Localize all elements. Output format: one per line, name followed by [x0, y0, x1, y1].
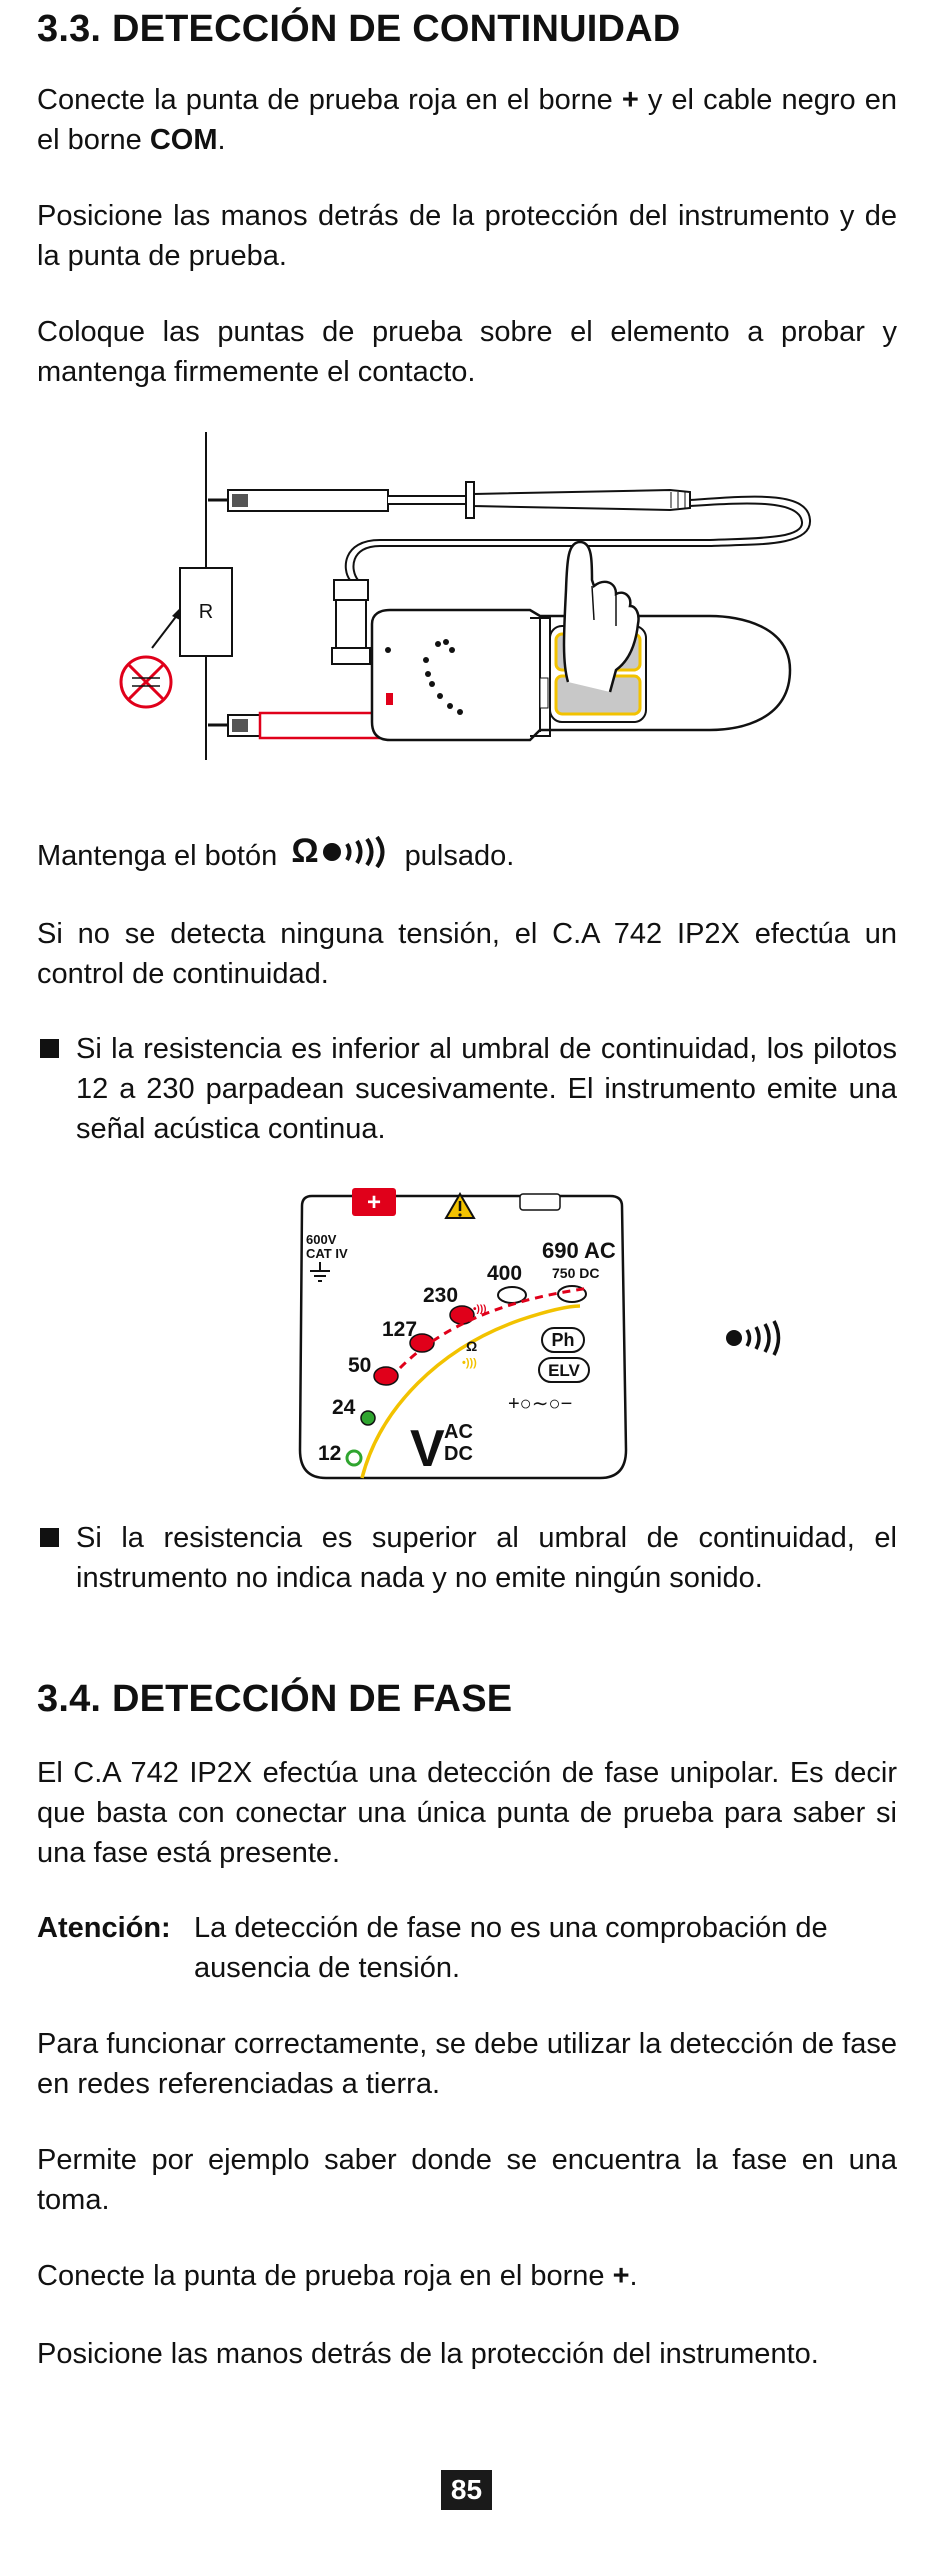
battery-icon [519, 1193, 561, 1211]
svg-text:ELV: ELV [548, 1361, 580, 1380]
svg-text:DC: DC [444, 1443, 473, 1465]
continuity-test-illustration: R [119, 432, 812, 760]
paragraph-press-button: Mantenga el botón Ω pulsado. [37, 832, 897, 878]
svg-text:24: 24 [332, 1396, 356, 1419]
com-terminal: COM [149, 124, 218, 156]
svg-text:CAT IV: CAT IV [306, 1246, 348, 1261]
bullet-text: Si la resistencia es superior al umbral … [76, 1522, 897, 1594]
black-probe [208, 481, 812, 581]
svg-text:690 AC: 690 AC [542, 1238, 616, 1263]
paragraph-connect-probes: Conecte la punta de prueba roja en el bo… [37, 80, 897, 160]
section-title-continuity: 3.3. DETECCIÓN DE CONTINUIDAD [37, 8, 681, 50]
no-voltage-icon [119, 655, 173, 709]
resistor-label: R [199, 601, 213, 623]
svg-text:12: 12 [318, 1442, 341, 1465]
bullet-square-icon [40, 1039, 59, 1058]
svg-text:V: V [410, 1420, 445, 1478]
paragraph-earth-networks: Para funcionar correctamente, se debe ut… [37, 2028, 897, 2100]
paragraph-example-socket: Permite por ejemplo saber donde se encue… [37, 2144, 897, 2216]
svg-text:750 DC: 750 DC [552, 1265, 599, 1281]
paragraph-place-probes: Coloque las puntas de prueba sobre el el… [37, 316, 897, 388]
warning-icon [444, 1192, 476, 1219]
svg-text:50: 50 [348, 1354, 371, 1377]
section-title-phase: 3.4. DETECCIÓN DE FASE [37, 1678, 513, 1720]
bullet-square-icon [40, 1528, 59, 1547]
bullet-low-resistance: Si la resistencia es inferior al umbral … [37, 1029, 897, 1149]
text: Conecte la punta de prueba roja en el bo… [37, 2260, 613, 2292]
bullet-text: Si la resistencia es inferior al umbral … [76, 1033, 897, 1145]
earth-icon [310, 1262, 330, 1282]
cable-connector [331, 579, 371, 665]
svg-text:•))): •))) [473, 1304, 487, 1315]
text: Conecte la punta de prueba roja en el bo… [37, 84, 622, 116]
paragraph-hands-instrument: Posicione las manos detrás de la protecc… [37, 2338, 819, 2370]
paragraph-phase-intro: El C.A 742 IP2X efectúa una detección de… [37, 1757, 897, 1869]
svg-text:600V: 600V [306, 1232, 337, 1247]
plus-terminal: + [612, 2260, 630, 2292]
red-probe [208, 711, 382, 740]
attention-note: Atención: La detección de fase no es una… [37, 1908, 897, 1988]
buzzer-icon [726, 1320, 781, 1356]
svg-text:230: 230 [423, 1284, 458, 1307]
svg-text:AC: AC [444, 1421, 473, 1443]
svg-text:+: + [367, 1189, 381, 1216]
ohm-icon: Ω [291, 832, 319, 870]
svg-text:Ph: Ph [551, 1330, 574, 1350]
text: . [217, 124, 226, 156]
bullet-high-resistance: Si la resistencia es superior al umbral … [37, 1518, 897, 1598]
paragraph-hands-position: Posicione las manos detrás de la protecc… [37, 200, 897, 272]
text: y el cable negro en el borne [37, 84, 897, 156]
page-number: 85 [441, 2470, 492, 2510]
svg-text:400: 400 [487, 1262, 522, 1285]
paragraph-no-voltage: Si no se detecta ninguna tensión, el C.A… [37, 918, 897, 990]
display-panel-illustration: + 600V CAT IV 690 AC 750 DC 400 230 127 … [298, 1188, 628, 1480]
text: Mantenga el botón [37, 840, 278, 872]
svg-text:Ω: Ω [466, 1338, 477, 1354]
plus-terminal: + [621, 84, 639, 116]
paragraph-connect-red: Conecte la punta de prueba roja en el bo… [37, 2256, 897, 2296]
hand-icon [562, 540, 640, 693]
text: pulsado. [404, 840, 515, 872]
plus-badge [352, 1188, 396, 1216]
svg-text:•))): •))) [462, 1357, 477, 1369]
attention-label: Atención: [37, 1912, 171, 1944]
svg-text:+○∼○−: +○∼○− [508, 1393, 572, 1415]
attention-text: La detección de fase no es una comprobac… [194, 1912, 828, 1984]
buzzer-icon [322, 835, 385, 869]
text: . [629, 2260, 638, 2292]
svg-text:127: 127 [382, 1318, 417, 1341]
